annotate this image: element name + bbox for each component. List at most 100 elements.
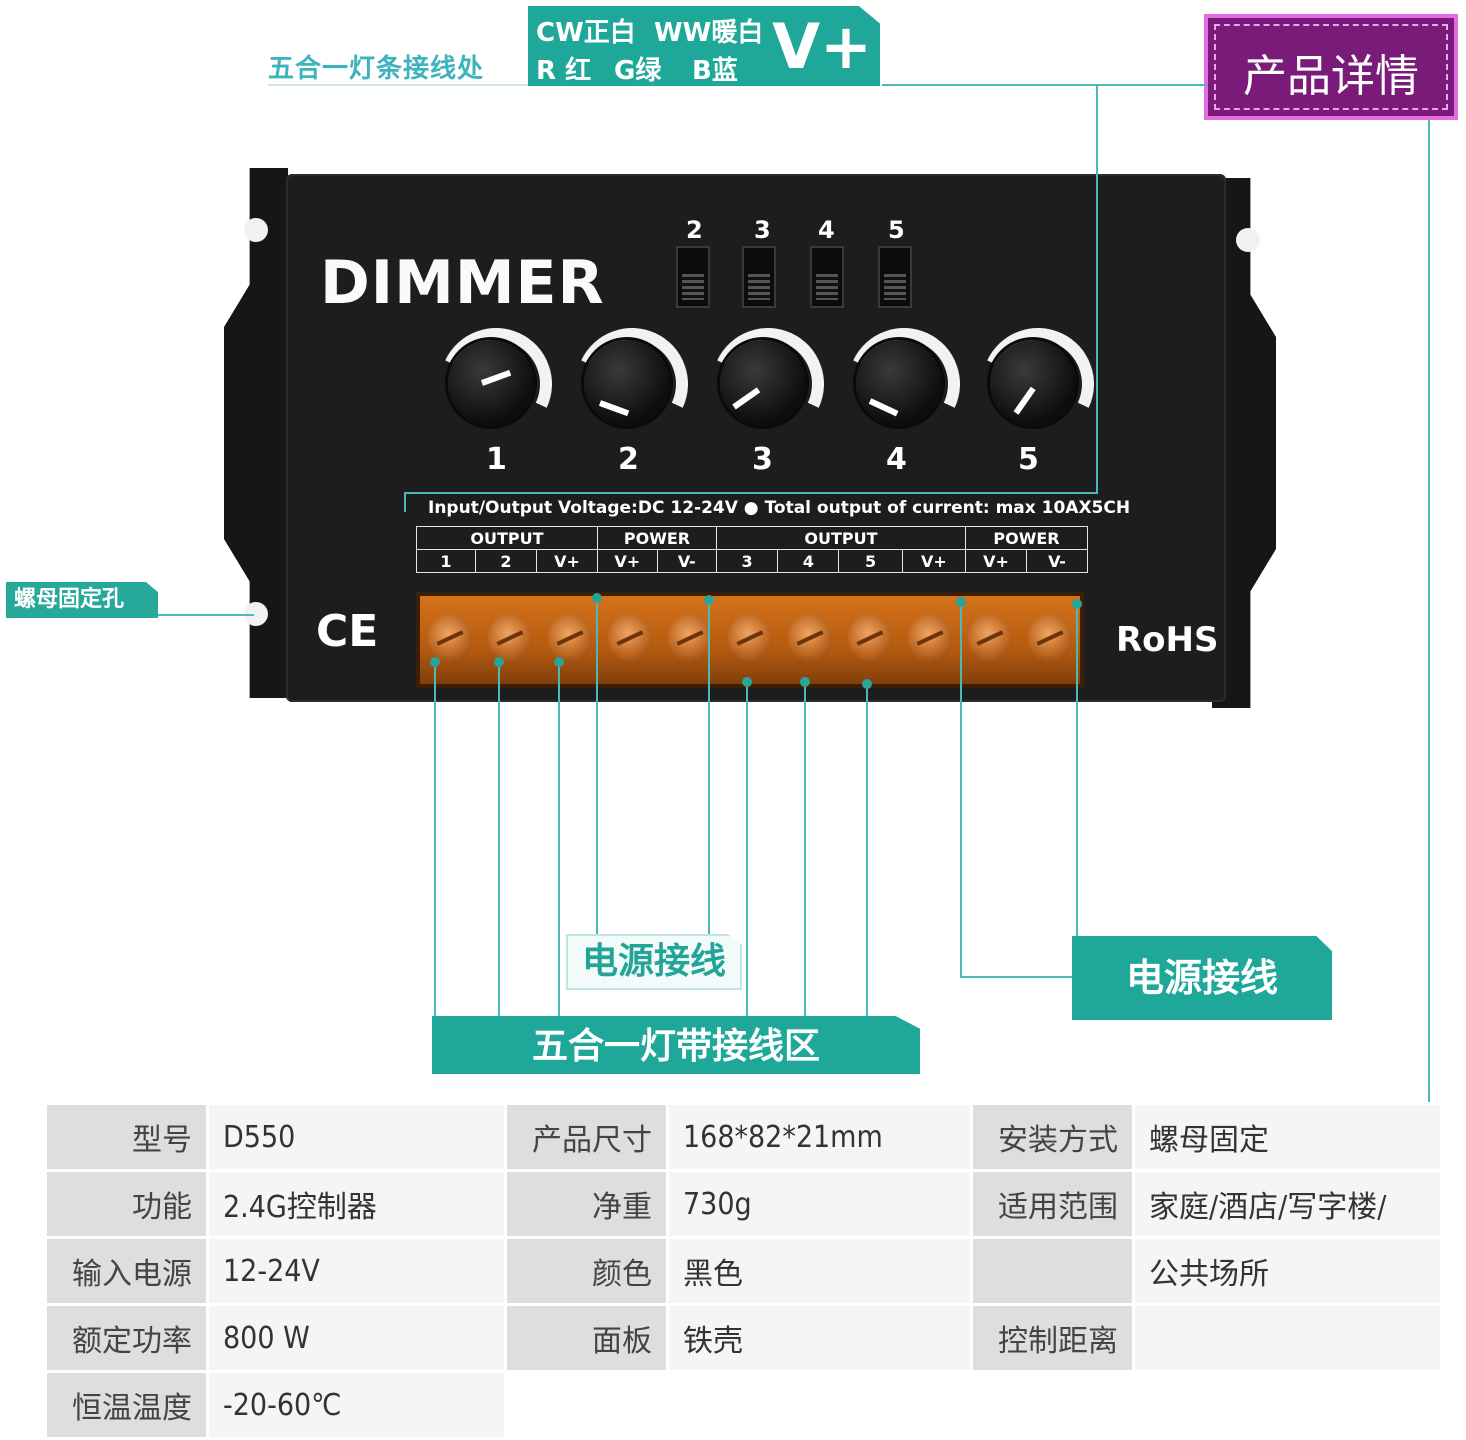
dimmer-knob-1[interactable] [424, 312, 568, 456]
spec-key: 型号 [44, 1102, 209, 1172]
spec-value: 家庭/酒店/写字楼/ [1132, 1169, 1443, 1239]
terminal-screw[interactable] [968, 614, 1012, 662]
spec-value: 铁壳 [666, 1303, 973, 1373]
knob-number: 2 [618, 442, 639, 477]
ww-label: WW暖白 [654, 18, 764, 48]
cw-label: CW正白 [536, 18, 636, 48]
dimmer-knob-4[interactable] [832, 312, 976, 456]
callout-dot [704, 595, 714, 605]
callout-line [596, 598, 598, 936]
spec-key: 安装方式 [970, 1102, 1135, 1172]
callout-line [498, 664, 500, 1016]
product-detail-badge: 产品详情 [1204, 14, 1458, 120]
terminal-pin-label: V+ [901, 549, 967, 573]
callout-dot [592, 593, 602, 603]
spec-value: 螺母固定 [1132, 1102, 1443, 1172]
callout-dot [742, 677, 752, 687]
terminal-screw[interactable] [428, 614, 472, 662]
terminal-screw[interactable] [908, 614, 952, 662]
callout-line [1428, 120, 1430, 1104]
empty-cell [504, 1370, 669, 1440]
terminal-label-table: OUTPUT POWER OUTPUT POWER 1 2 V+ V+ V- 3… [416, 526, 1088, 573]
dimmer-knob-2[interactable] [560, 312, 704, 456]
callout-dot [956, 597, 966, 607]
terminal-screw[interactable] [788, 614, 832, 662]
empty-cell [666, 1370, 973, 1440]
dimmer-knob-5[interactable] [966, 312, 1110, 456]
spec-key: 控制距离 [970, 1303, 1135, 1373]
table-row: 输入电源 12-24V 颜色 黑色 公共场所 [44, 1236, 1443, 1306]
dip-switch[interactable] [676, 246, 710, 308]
empty-cell [1132, 1370, 1443, 1440]
knob-cap [990, 340, 1076, 426]
callout-line [960, 602, 962, 978]
spec-key: 适用范围 [970, 1169, 1135, 1239]
terminal-pin-label: V+ [597, 549, 658, 573]
callout-dot [554, 657, 564, 667]
spec-key: 颜色 [504, 1236, 669, 1306]
spec-key: 功能 [44, 1169, 209, 1239]
callout-line [1096, 84, 1098, 494]
dip-switch[interactable] [878, 246, 912, 308]
callout-dot [1072, 599, 1082, 609]
callout-dot [862, 679, 872, 689]
switch-number: 4 [818, 216, 835, 244]
power-wiring-label-left: 电源接线 [566, 934, 742, 990]
voltage-spec-line: Input/Output Voltage:DC 12-24V ● Total o… [428, 498, 1131, 518]
knob-number: 4 [886, 442, 907, 477]
table-row: 额定功率 800 W 面板 铁壳 控制距离 [44, 1303, 1443, 1373]
spec-key: 额定功率 [44, 1303, 209, 1373]
strip-wiring-zone-label: 五合一灯带接线区 [432, 1016, 920, 1074]
spec-value: 2.4G控制器 [206, 1169, 507, 1239]
dimmer-knob-3[interactable] [696, 312, 840, 456]
terminal-screw[interactable] [1028, 614, 1072, 662]
callout-dot [494, 657, 504, 667]
strip-wiring-label: 五合一灯条接线处 [268, 54, 485, 84]
terminal-pin-label: 1 [416, 549, 476, 573]
callout-line [404, 492, 1098, 494]
knob-cap [856, 340, 942, 426]
empty-cell [970, 1370, 1135, 1440]
spec-key [970, 1236, 1135, 1306]
blue-label: B蓝 [692, 56, 738, 86]
callout-dot [800, 677, 810, 687]
spec-value [1132, 1303, 1443, 1373]
strip-label-underline [268, 84, 530, 86]
table-row: 型号 D550 产品尺寸 168*82*21mm 安装方式 螺母固定 [44, 1102, 1443, 1172]
terminal-pin-label: V- [1026, 549, 1088, 573]
callout-line [558, 664, 560, 1016]
knob-cap [720, 340, 806, 426]
switch-number: 3 [754, 216, 771, 244]
knob-number: 1 [486, 442, 507, 477]
terminal-screw[interactable] [548, 614, 592, 662]
product-detail-text: 产品详情 [1243, 51, 1419, 102]
spec-key: 面板 [504, 1303, 669, 1373]
terminal-pin-label: V+ [536, 549, 598, 573]
dip-switch[interactable] [810, 246, 844, 308]
switch-number: 5 [888, 216, 905, 244]
terminal-screw[interactable] [608, 614, 652, 662]
callout-line [158, 614, 254, 616]
spec-value: 168*82*21mm [666, 1102, 973, 1172]
terminal-group-label: OUTPUT [716, 526, 966, 550]
ce-mark: CE [316, 606, 379, 657]
terminal-screw[interactable] [488, 614, 532, 662]
spec-value: 12-24V [206, 1236, 507, 1306]
spec-key: 输入电源 [44, 1236, 209, 1306]
terminal-pin-label: 3 [715, 549, 779, 573]
dip-switch[interactable] [742, 246, 776, 308]
knob-number: 5 [1018, 442, 1039, 477]
callout-line [960, 976, 1072, 978]
spec-table: 型号 D550 产品尺寸 168*82*21mm 安装方式 螺母固定 功能 2.… [44, 1102, 1443, 1440]
callout-line [434, 664, 436, 1016]
spec-key: 恒温温度 [44, 1370, 209, 1440]
terminal-screw[interactable] [848, 614, 892, 662]
terminal-screw[interactable] [668, 614, 712, 662]
terminal-screw[interactable] [728, 614, 772, 662]
spec-key: 产品尺寸 [504, 1102, 669, 1172]
table-row: 功能 2.4G控制器 净重 730g 适用范围 家庭/酒店/写字楼/ [44, 1169, 1443, 1239]
vplus-label: V+ [772, 10, 872, 83]
knob-number: 3 [752, 442, 773, 477]
callout-line [746, 682, 748, 1016]
callout-line [1076, 604, 1078, 938]
